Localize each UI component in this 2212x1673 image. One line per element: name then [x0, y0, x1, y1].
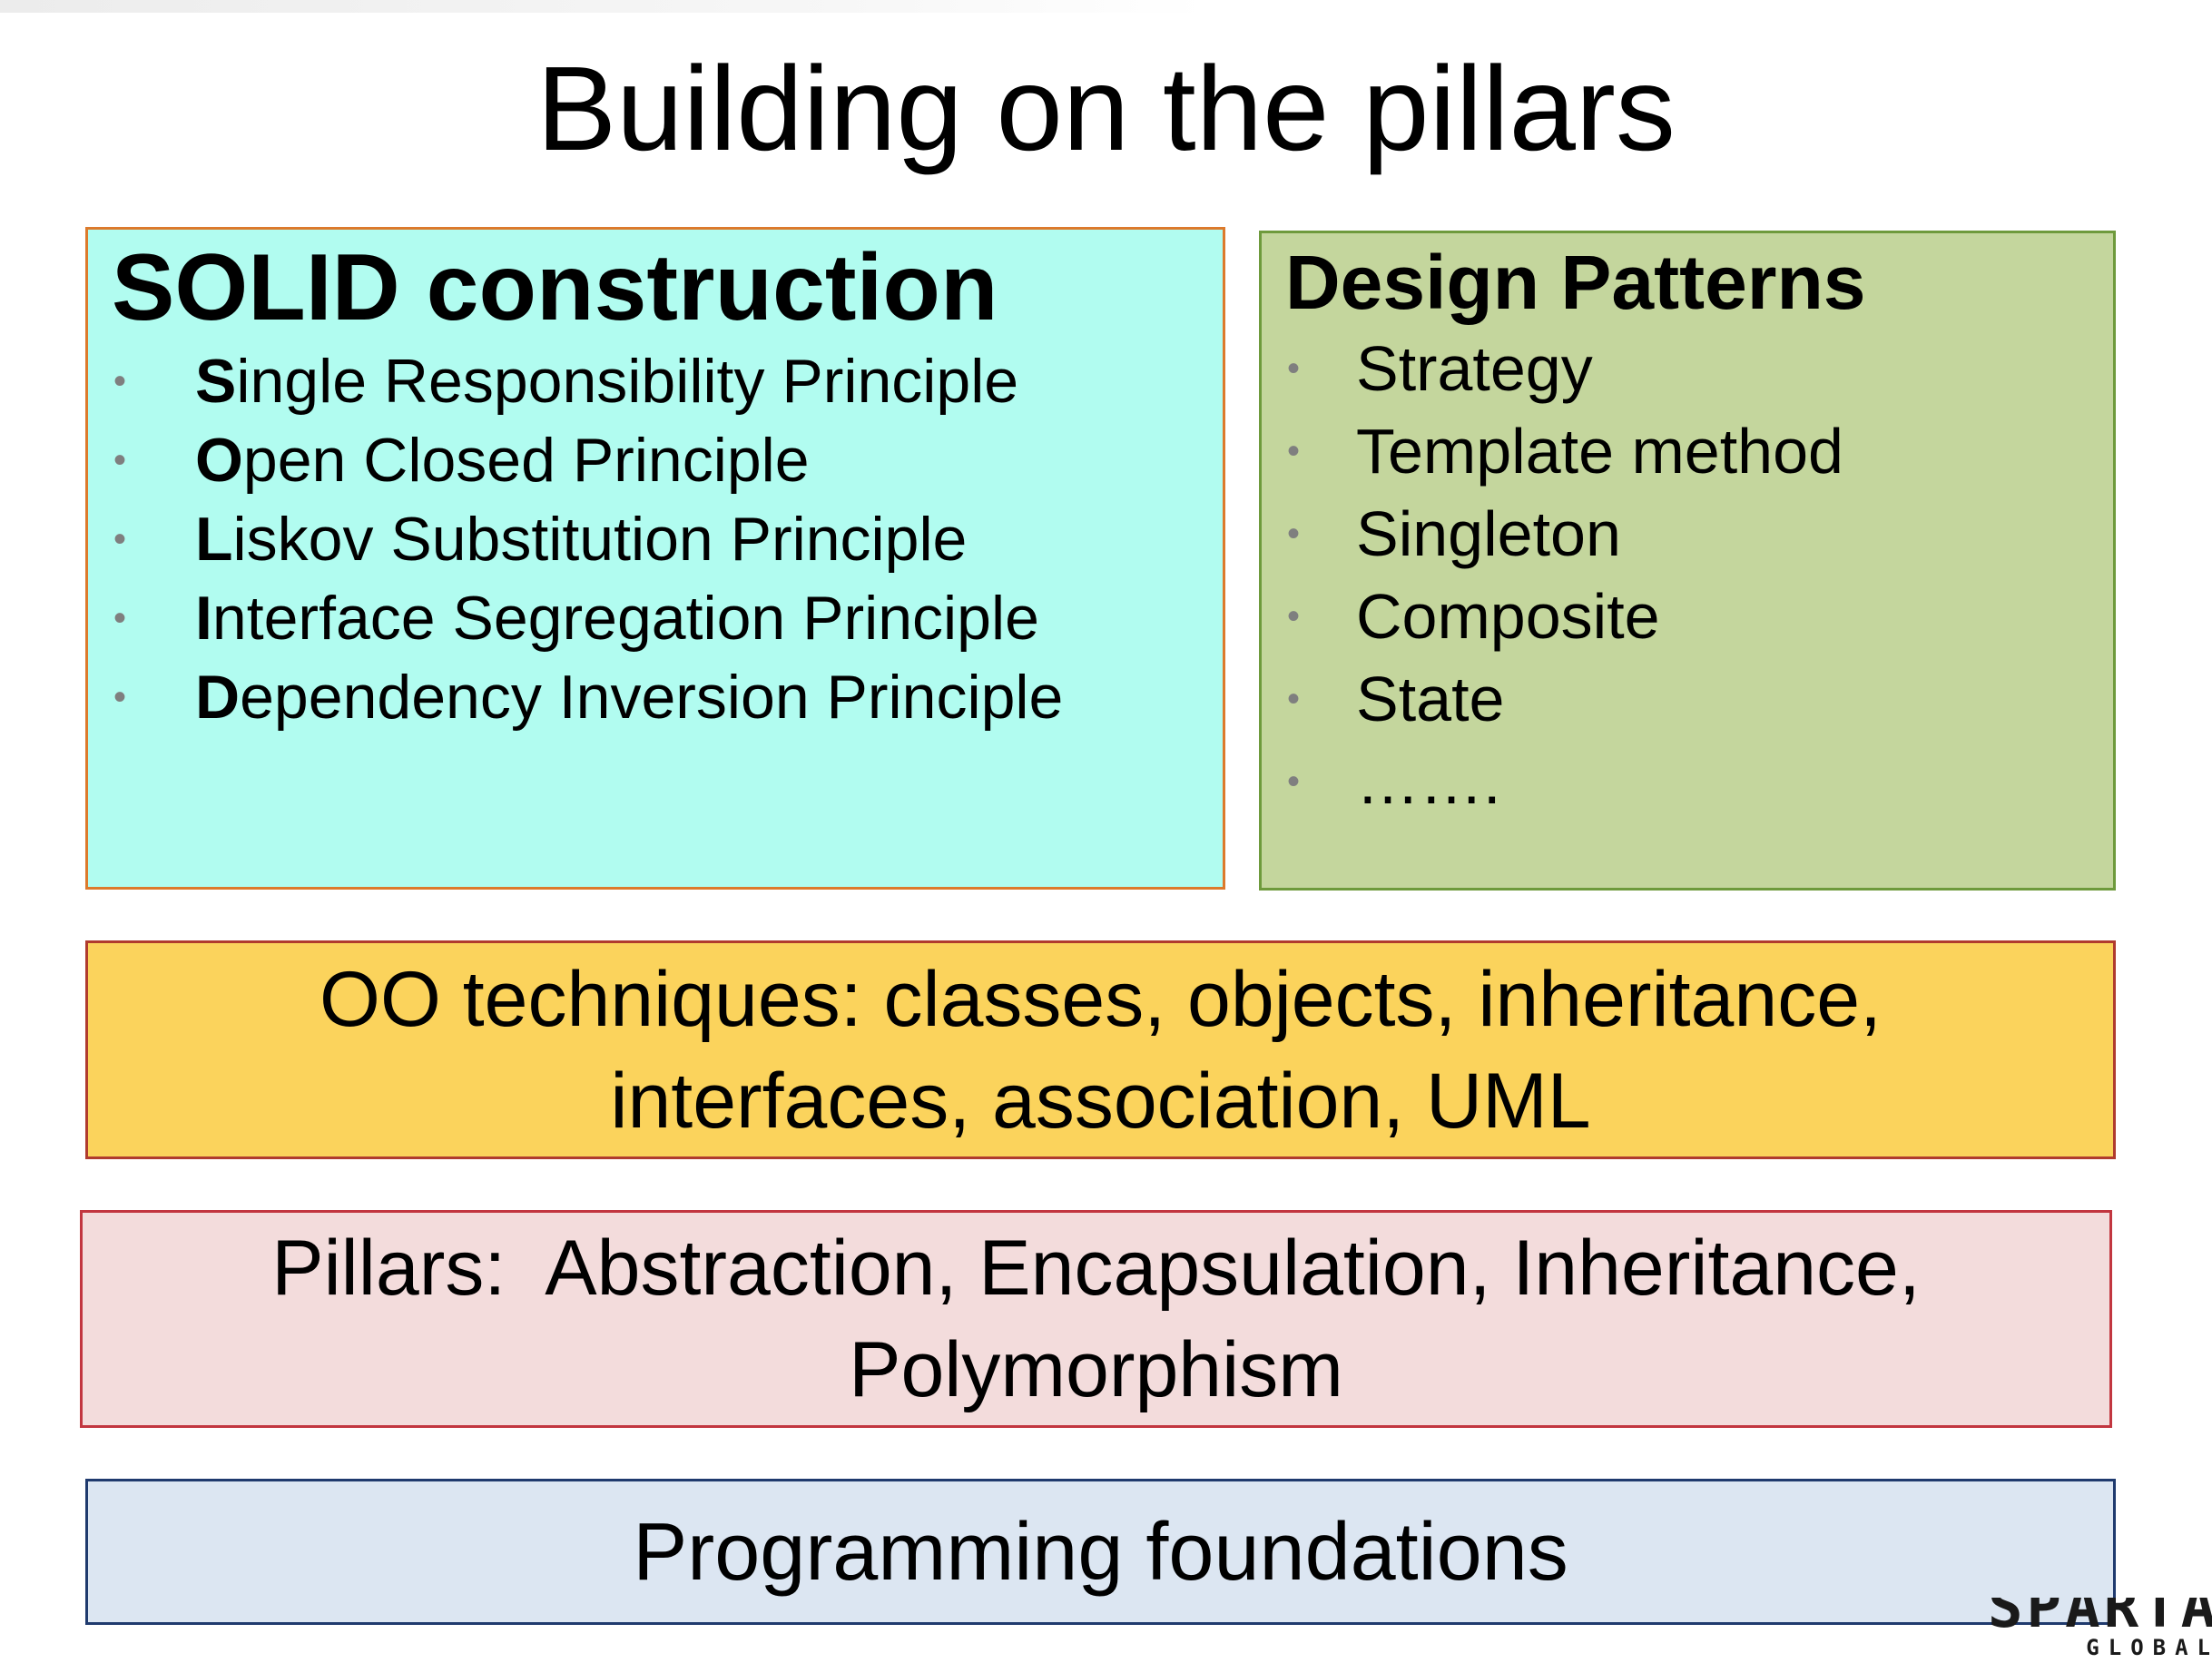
pattern-item-template-method: • Template method	[1285, 410, 2113, 493]
bullet-icon: •	[1287, 679, 1301, 719]
pattern-item-singleton: • Singleton	[1285, 493, 2113, 576]
pattern-item-composite: • Composite	[1285, 576, 2113, 658]
oo-techniques-line-1: OO techniques: classes, objects, inherit…	[320, 955, 1882, 1043]
pattern-item-text: Composite	[1356, 581, 1660, 652]
slide-title: Building on the pillars	[536, 42, 1676, 175]
pattern-item-text: Strategy	[1356, 333, 1593, 404]
sparta-global-logo: SPARTA GLOBAL	[1988, 1598, 2212, 1673]
pattern-item-text: State	[1356, 664, 1505, 734]
solid-list: • Single Responsibility Principle • Open C…	[112, 342, 1223, 737]
pattern-item-text: Singleton	[1356, 498, 1621, 569]
solid-item-interface-segregation: • Interface Segregation Principle	[112, 579, 1223, 658]
pattern-item-text: …….	[1356, 746, 1501, 817]
solid-heading: SOLID construction	[112, 235, 998, 340]
bullet-icon: •	[113, 361, 127, 401]
solid-item-open-closed: • Open Closed Principle	[112, 421, 1223, 500]
bullet-icon: •	[1287, 514, 1301, 554]
bullet-icon: •	[1287, 349, 1301, 389]
solid-initial: L	[195, 505, 233, 574]
bullet-icon: •	[1287, 762, 1301, 802]
solid-item-text: ependency Inversion Principle	[240, 663, 1064, 732]
solid-initial: O	[195, 426, 243, 495]
bullet-icon: •	[113, 519, 127, 559]
pillars-line-2: Polymorphism	[849, 1326, 1343, 1413]
design-patterns-box: Design Patterns • Strategy • Template meth…	[1259, 231, 2116, 891]
oo-techniques-text: OO techniques: classes, objects, inherit…	[320, 949, 1882, 1152]
solid-item-single-responsibility: • Single Responsibility Principle	[112, 342, 1223, 421]
design-patterns-heading: Design Patterns	[1285, 240, 1866, 325]
top-edge-shading	[0, 0, 1207, 13]
solid-item-text: ingle Responsibility Principle	[236, 347, 1019, 416]
programming-foundations-text: Programming foundations	[633, 1506, 1568, 1598]
bullet-icon: •	[113, 440, 127, 480]
bullet-icon: •	[1287, 596, 1301, 636]
bullet-icon: •	[1287, 431, 1301, 471]
solid-initial: D	[195, 663, 241, 732]
bullet-icon: •	[113, 677, 127, 717]
pattern-item-text: Template method	[1356, 416, 1843, 487]
solid-item-text: iskov Substitution Principle	[232, 505, 968, 574]
solid-initial: S	[195, 347, 237, 416]
design-patterns-list: • Strategy • Template method • Singleton • C…	[1285, 328, 2113, 823]
solid-item-liskov-substitution: • Liskov Substitution Principle	[112, 500, 1223, 579]
logo-subtext: GLOBAL	[2086, 1635, 2212, 1660]
solid-item-text: pen Closed Principle	[242, 426, 810, 495]
solid-box: SOLID construction • Single Responsibilit…	[85, 227, 1225, 890]
pattern-item-ellipsis: • …….	[1285, 741, 2113, 823]
pattern-item-strategy: • Strategy	[1285, 328, 2113, 410]
pillars-line-1: Pillars: Abstraction, Encapsulation, Inh…	[271, 1225, 1921, 1312]
oo-techniques-box: OO techniques: classes, objects, inherit…	[85, 940, 2116, 1159]
pillars-text: Pillars: Abstraction, Encapsulation, Inh…	[271, 1217, 1921, 1421]
logo-wordmark: SPARTA	[1988, 1598, 2212, 1634]
pillars-box: Pillars: Abstraction, Encapsulation, Inh…	[80, 1210, 2112, 1428]
logo-wordmark-text: SPARTA	[1988, 1598, 2212, 1634]
bullet-icon: •	[113, 598, 127, 638]
solid-initial: I	[195, 584, 212, 653]
solid-item-dependency-inversion: • Dependency Inversion Principle	[112, 658, 1223, 737]
programming-foundations-box: Programming foundations	[85, 1479, 2116, 1625]
oo-techniques-line-2: interfaces, association, UML	[610, 1057, 1591, 1145]
solid-item-text: nterface Segregation Principle	[211, 584, 1039, 653]
pattern-item-state: • State	[1285, 658, 2113, 741]
